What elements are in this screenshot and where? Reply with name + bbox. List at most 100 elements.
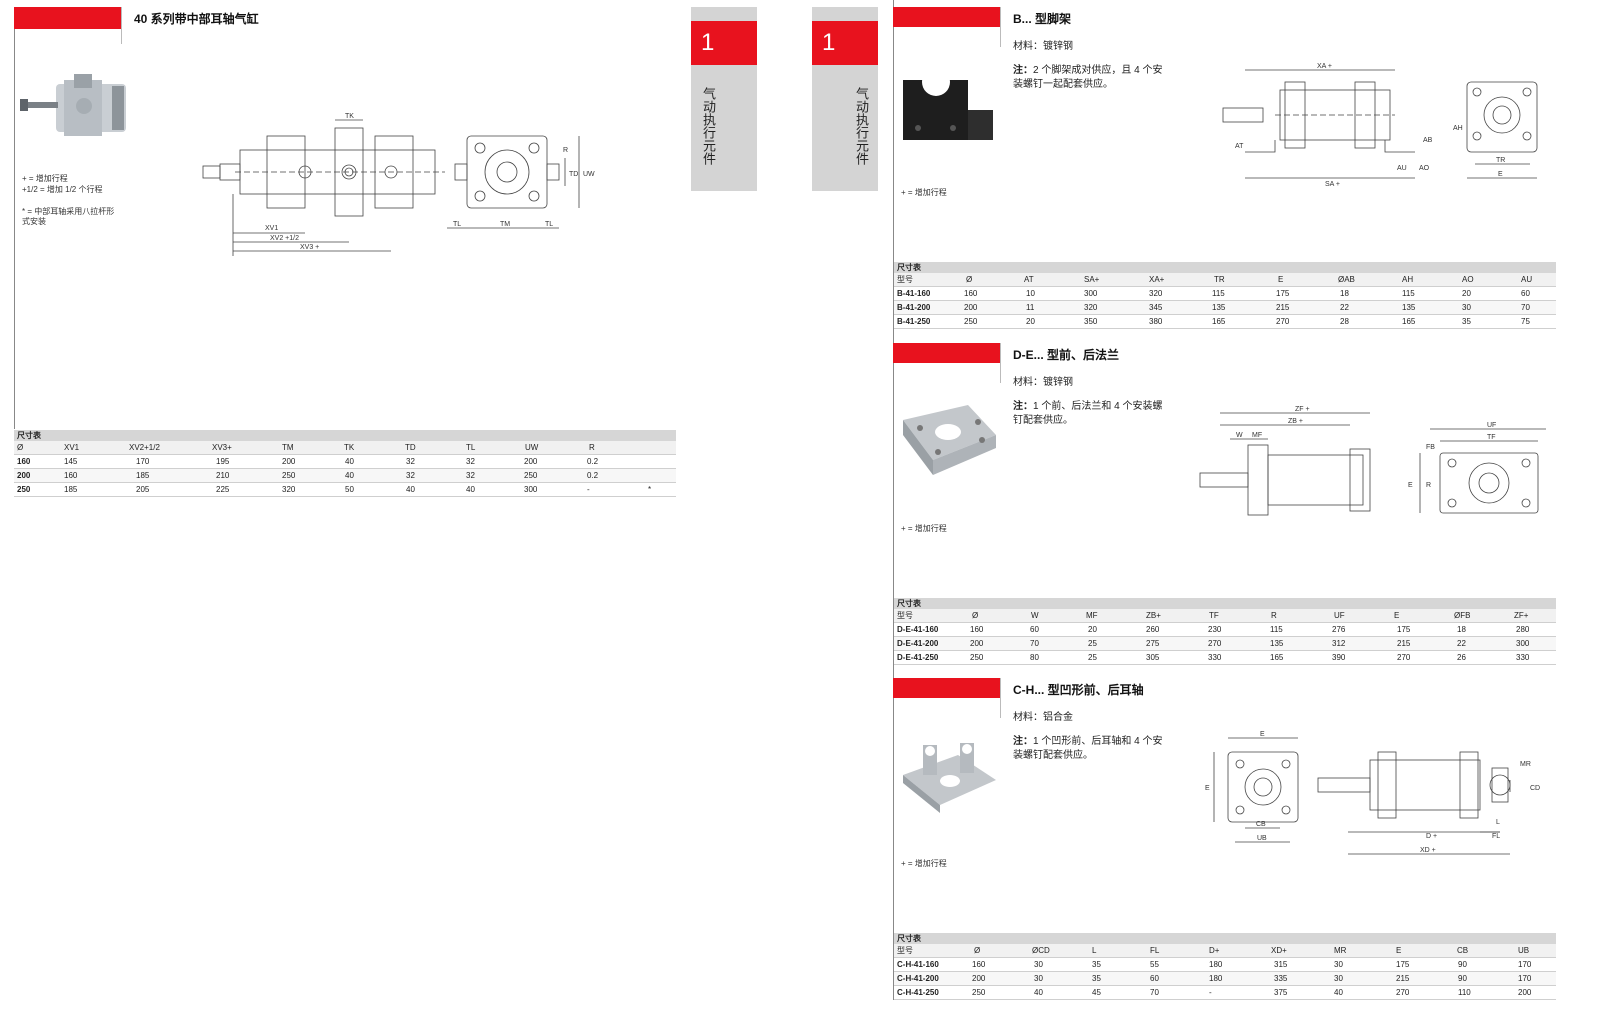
dim-e: E — [1408, 482, 1413, 489]
note-line-2: 钉配套供应。 — [1013, 415, 1073, 426]
col-header: XV2+1/2 — [129, 443, 160, 452]
table-cell: C-H-41-160 — [897, 960, 939, 969]
table-cell: 312 — [1332, 639, 1346, 648]
note-line-2: 装螺钉一起配套供应。 — [1013, 79, 1113, 90]
table-cell: 40 — [1034, 988, 1043, 997]
table-cell: 250 — [970, 653, 984, 662]
table-cell: 165 — [1402, 317, 1416, 326]
table-cell: 230 — [1208, 625, 1222, 634]
table-row: C-H-41-160 160 30 35 55 180 315 30 175 9… — [894, 958, 1556, 972]
table-row: B-41-200 200 11 320 345 135 215 22 135 3… — [894, 301, 1556, 315]
dim-uf: UF — [1487, 422, 1496, 429]
clevis-drawing: E E CB UB MR CD L FL D + XD + — [1205, 731, 1540, 855]
dim-cb: CB — [1256, 821, 1266, 828]
table-cell: 20 — [1026, 317, 1035, 326]
col-header: XV1 — [64, 443, 80, 452]
col-header: 型号 — [897, 611, 913, 620]
section-b-header-bar — [893, 7, 1000, 27]
table-cell: 180 — [1209, 960, 1223, 969]
table-cell: D-E-41-200 — [897, 639, 939, 648]
section-de-title: D-E... 型前、后法兰 — [1013, 348, 1120, 362]
col-header: E — [1394, 611, 1400, 620]
dim-zf: ZF + — [1295, 406, 1310, 413]
table-cell: 30 — [1334, 974, 1343, 983]
table-cell: * — [648, 485, 652, 494]
table-cell: 25 — [1088, 639, 1097, 648]
section-de-table: 尺寸表 型号 Ø W MF ZB+ TF R UF E ØFB ZF+ D-E-… — [894, 598, 1556, 665]
section-ch-note: 注：1 个凹形前、后耳轴和 4 个安 装螺钉配套供应。 — [1013, 735, 1162, 763]
table-cell: 20 — [1462, 289, 1471, 298]
table-cell: 170 — [1518, 974, 1532, 983]
table-caption: 尺寸表 — [894, 598, 1556, 609]
table-cell: 210 — [216, 471, 230, 480]
col-header: TR — [1214, 275, 1225, 284]
table-cell: 276 — [1332, 625, 1346, 634]
table-cell: 175 — [1397, 625, 1411, 634]
flange-drawing: ZF + ZB + W MF UF TF FB E R — [1199, 406, 1546, 516]
dim-cd: CD — [1530, 785, 1540, 792]
dim-mr: MR — [1520, 761, 1531, 768]
table-cell: 250 — [972, 988, 986, 997]
table-caption: 尺寸表 — [894, 933, 1556, 944]
col-header: D+ — [1209, 946, 1220, 955]
foot-bracket-photo — [903, 70, 993, 140]
table-cell: 215 — [1396, 974, 1410, 983]
table-cell: 270 — [1396, 988, 1410, 997]
table-cell: 175 — [1276, 289, 1290, 298]
dim-uw: UW — [583, 171, 595, 178]
dim-xv3: XV3 + — [300, 244, 319, 251]
table-cell: 25 — [1088, 653, 1097, 662]
table-cell: 70 — [1030, 639, 1039, 648]
col-header: AT — [1024, 275, 1034, 284]
dim-tl-left: TL — [453, 221, 461, 228]
cylinder-photo — [20, 74, 126, 136]
table-row: C-H-41-250 250 40 45 70 - 375 40 270 110… — [894, 986, 1556, 1000]
section-tab-left: 1 气动执行元件 — [691, 7, 757, 191]
col-header: TM — [282, 443, 294, 452]
table-cell: D-E-41-250 — [897, 653, 939, 662]
col-header: L — [1092, 946, 1097, 955]
table-cell: - — [1209, 988, 1212, 997]
tab-number: 1 — [691, 21, 757, 65]
table-cell: 215 — [1276, 303, 1290, 312]
section-de-material: 材料：镀锌钢 — [1013, 377, 1073, 388]
note-line-1: 1 个前、后法兰和 4 个安装螺 — [1033, 401, 1163, 412]
col-header: W — [1031, 611, 1039, 620]
section-tab-right: 1 气动执行元件 — [812, 7, 878, 191]
table-cell: 270 — [1397, 653, 1411, 662]
section-de-divider — [1000, 343, 1001, 383]
table-cell: 185 — [136, 471, 150, 480]
left-page-border — [14, 29, 15, 429]
table-cell: 330 — [1208, 653, 1222, 662]
dim-l: L — [1496, 819, 1500, 826]
footnote-line-1: * = 中部耳轴采用八拉杆形 — [22, 207, 115, 216]
table-cell: 280 — [1516, 625, 1530, 634]
table-cell: 170 — [136, 457, 150, 466]
note-line-2: 装螺钉配套供应。 — [1013, 750, 1093, 761]
dim-mf: MF — [1252, 432, 1262, 439]
note-line-1: 1 个凹形前、后耳轴和 4 个安 — [1033, 736, 1163, 747]
dim-tm: TM — [500, 221, 510, 228]
dim-fb: FB — [1426, 444, 1435, 451]
table-cell: 115 — [1212, 289, 1225, 298]
table-cell: 0.2 — [587, 457, 599, 466]
table-cell: 115 — [1402, 289, 1415, 298]
table-row: B-41-250 250 20 350 380 165 270 28 165 3… — [894, 315, 1556, 329]
trunnion-cylinder-drawing: TK R TD UW XV1 XV2 +1/2 XV3 + TL TM TL — [202, 113, 595, 256]
col-header: CB — [1457, 946, 1469, 955]
table-cell: 45 — [1092, 988, 1101, 997]
table-cell: 175 — [1396, 960, 1410, 969]
table-cell: 250 — [282, 471, 296, 480]
table-cell: 320 — [282, 485, 296, 494]
tab-label: 气动执行元件 — [701, 87, 716, 165]
table-cell: 200 — [972, 974, 986, 983]
table-cell: 225 — [216, 485, 230, 494]
dim-xa: XA + — [1317, 63, 1332, 70]
table-cell: 90 — [1458, 974, 1467, 983]
table-cell: 145 — [64, 457, 78, 466]
dim-xd: XD + — [1420, 847, 1436, 854]
table-cell: B-41-200 — [897, 303, 931, 312]
col-header: UB — [1518, 946, 1530, 955]
dim-e-side: E — [1205, 785, 1210, 792]
col-header: AH — [1402, 275, 1414, 284]
